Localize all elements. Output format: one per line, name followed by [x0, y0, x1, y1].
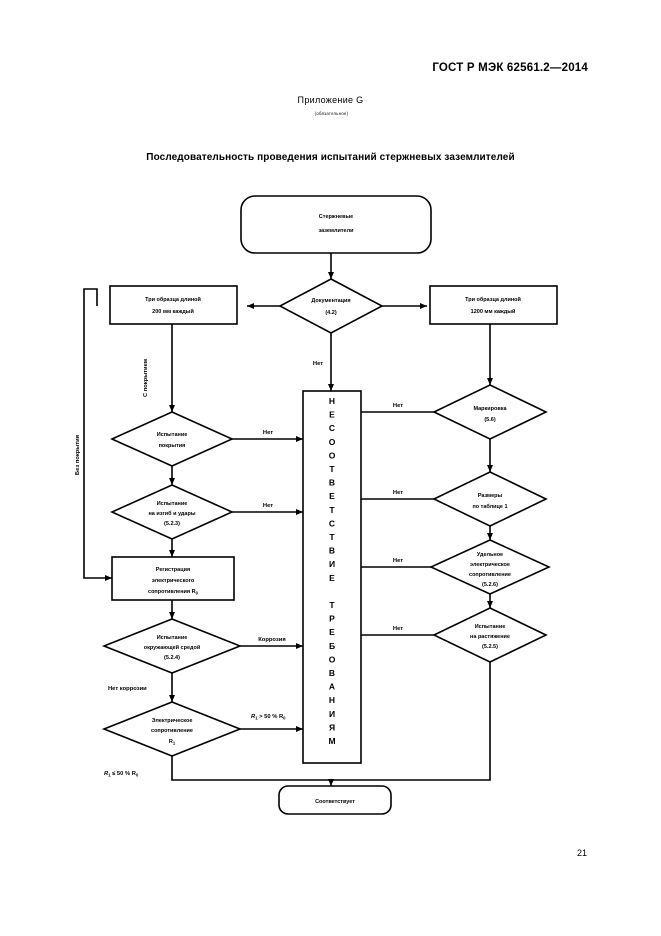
label-r1-lessequal: R1 ≤ 50 % R0: [104, 771, 139, 778]
node-coating-test: [110, 411, 234, 467]
node-sample-right-line1: Три образца длиной: [465, 296, 521, 303]
node-start-line2: заземлители: [318, 228, 353, 234]
fail-letter: С: [329, 423, 335, 433]
node-dimensions-line2: по таблице 1: [472, 503, 507, 510]
fail-letter: В: [329, 546, 335, 556]
label-bend-no: Нет: [263, 503, 273, 509]
fail-letter: Е: [329, 573, 335, 583]
node-record-line2: электрического: [152, 578, 195, 584]
node-marking-line1: Маркировка: [473, 406, 507, 412]
node-marking-line2: (5.6): [484, 417, 495, 423]
node-record-line3: сопротивления R0: [148, 589, 199, 596]
label-corrosion: Коррозия: [258, 637, 285, 643]
node-electrical-resistance: [101, 701, 243, 757]
node-sample-left: [109, 285, 238, 325]
fail-letter: Т: [329, 464, 335, 474]
fail-letter: Е: [329, 627, 335, 637]
label-dimensions-no: Нет: [393, 490, 403, 496]
chart-title: Последовательность проведения испытаний …: [146, 152, 515, 163]
node-bend-impact-line1: Испытание: [157, 501, 188, 507]
fail-letter: М: [328, 736, 335, 746]
label-no-corrosion: Нет коррозии: [108, 686, 147, 692]
node-tensile-line2: на растяжение: [470, 634, 510, 640]
node-elec-res-line2: сопротивление: [151, 728, 193, 734]
annex-title: Приложение G: [297, 95, 364, 105]
node-fail-box: [302, 390, 362, 764]
fail-letter: Я: [329, 722, 335, 732]
fail-letter: И: [329, 709, 335, 719]
fail-letter: О: [329, 654, 336, 664]
fail-letter: Т: [329, 600, 335, 610]
node-specific-resistance: [429, 539, 551, 595]
fail-letter: В: [329, 478, 335, 488]
label-with-coating: С покрытием: [143, 359, 149, 397]
node-tensile-test: [432, 607, 548, 663]
node-tensile-line1: Испытание: [475, 624, 506, 630]
node-documentation: [278, 278, 384, 334]
node-documentation-line2: (4.2): [325, 310, 336, 316]
label-tensile-no: Нет: [393, 626, 403, 632]
annex-heading: Приложение G (обязательное): [0, 93, 661, 121]
node-coating-test-line1: Испытание: [157, 432, 188, 438]
edge-r1-le-to-pass: [171, 756, 331, 781]
node-specific-line1: Удельное: [477, 552, 503, 558]
fail-letter: Б: [329, 641, 335, 651]
label-r1-greater: R1 > 50 % R0: [251, 714, 286, 721]
fail-letter: С: [329, 518, 335, 528]
standard-code: ГОСТ Р МЭК 62561.2—2014: [432, 62, 588, 74]
fail-letter: А: [329, 682, 335, 692]
edge-tensile-pass-rail: [331, 662, 491, 781]
fail-letter: Е: [329, 410, 335, 420]
fail-letter: Т: [329, 532, 335, 542]
label-coating-no: Нет: [263, 430, 273, 436]
node-start-line1: Стержневые: [319, 214, 353, 220]
edge-without-coating: [83, 288, 112, 581]
node-specific-line2: электрическое: [470, 562, 510, 568]
fail-letter: Т: [329, 505, 335, 515]
node-sample-left-line2: 200 мм каждый: [152, 308, 194, 315]
node-start: [240, 195, 432, 254]
label-specific-no: Нет: [393, 558, 403, 564]
label-marking-no: Нет: [393, 403, 403, 409]
node-bend-impact-line3: (5.2.3): [164, 521, 180, 527]
node-sample-right-line2: 1200 мм каждый: [471, 308, 516, 315]
node-pass-box-label: Соответствует: [315, 799, 355, 805]
node-documentation-line1: Документация: [311, 298, 350, 304]
node-specific-line4: (5.2.6): [482, 582, 498, 588]
page-number: 21: [576, 848, 587, 858]
node-bend-impact-test: [110, 484, 234, 540]
node-bend-impact-line2: на изгиб и удары: [148, 510, 195, 517]
node-dimensions-line1: Размеры: [478, 493, 503, 499]
annex-subtitle: (обязательное): [314, 111, 349, 116]
node-sample-left-line1: Три образца длиной: [145, 296, 201, 303]
fail-letter: Е: [329, 491, 335, 501]
node-pass-box: [278, 785, 392, 815]
fail-letter: Р: [329, 614, 335, 624]
fail-letter: Н: [329, 695, 335, 705]
node-environment-line2: окружающей средой: [144, 644, 201, 651]
node-record-line1: Регистрация: [156, 567, 190, 573]
node-sample-right: [429, 285, 558, 325]
label-without-coating: Без покрытия: [75, 435, 81, 475]
node-specific-line3: сопротивление: [469, 572, 511, 578]
node-elec-res-line3: R1: [169, 739, 176, 746]
fail-letter: Н: [329, 396, 335, 406]
node-coating-test-line2: покрытия: [159, 443, 186, 449]
node-dimensions: [432, 471, 548, 527]
fail-letter: О: [329, 450, 336, 460]
node-environment-line1: Испытание: [157, 635, 188, 641]
node-tensile-line3: (5.2.5): [482, 644, 498, 650]
fail-letter: О: [329, 437, 336, 447]
node-environment-line3: (5.2.4): [164, 655, 180, 661]
fail-letter: В: [329, 668, 335, 678]
node-environment-test: [101, 618, 243, 674]
node-resistance-record: [111, 556, 235, 601]
fail-letter: И: [329, 559, 335, 569]
node-elec-res-line1: Электрическое: [152, 718, 193, 724]
label-doc-no: Нет: [313, 361, 323, 367]
node-marking: [432, 384, 548, 440]
